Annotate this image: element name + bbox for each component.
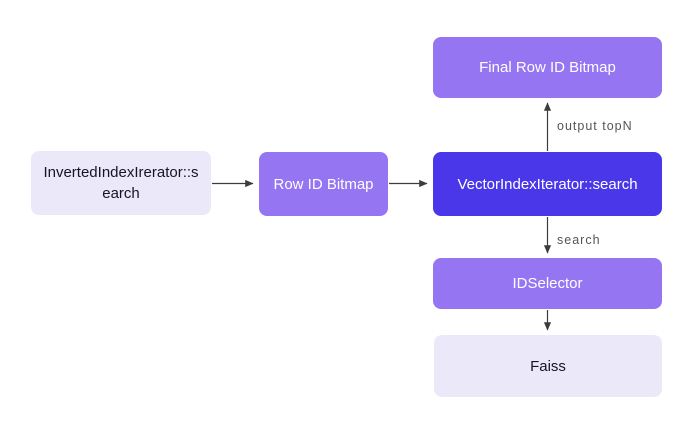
node-row-id-bitmap: Row ID Bitmap	[259, 152, 388, 216]
edge-label-search: search	[557, 233, 601, 247]
node-label: Faiss	[530, 357, 566, 375]
node-label: IDSelector	[512, 275, 583, 292]
node-label: Final Row ID Bitmap	[479, 59, 616, 76]
node-vector-index-iterator-search: VectorIndexIterator::search	[433, 152, 662, 216]
edge-label-output-topn: output topN	[557, 119, 633, 133]
node-inverted-index-search: InvertedIndexIrerator::search	[31, 151, 211, 215]
node-faiss: Faiss	[434, 335, 662, 397]
node-final-row-id-bitmap: Final Row ID Bitmap	[433, 37, 662, 98]
node-id-selector: IDSelector	[433, 258, 662, 309]
node-label: VectorIndexIterator::search	[457, 175, 638, 193]
node-label: InvertedIndexIrerator::search	[43, 164, 199, 202]
node-label: Row ID Bitmap	[273, 175, 374, 193]
